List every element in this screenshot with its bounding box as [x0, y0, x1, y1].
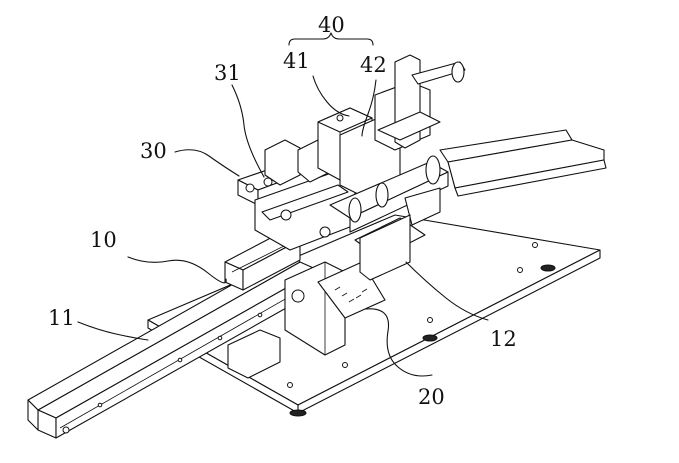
reference-labels: 40 41 42 31 30 10 11 12 20	[48, 13, 517, 409]
label-42: 42	[360, 53, 387, 77]
leader-11	[77, 321, 149, 341]
leader-20	[365, 308, 433, 377]
feed-rail	[27, 251, 319, 439]
label-11: 11	[48, 306, 75, 330]
discharge-chute	[439, 129, 607, 197]
leader-10	[127, 256, 227, 284]
leader-41	[312, 75, 350, 117]
leader-31	[231, 84, 265, 178]
leader-lines	[77, 32, 489, 377]
roller-conveyor	[329, 155, 449, 281]
leader-12	[405, 261, 489, 321]
leader-40-brace	[288, 32, 374, 46]
leader-30	[174, 149, 240, 177]
label-20: 20	[418, 385, 445, 409]
label-31: 31	[214, 61, 241, 85]
label-12: 12	[490, 327, 517, 351]
leader-42	[361, 79, 377, 137]
cylinder-assembly	[317, 54, 466, 197]
label-30: 30	[140, 139, 167, 163]
label-10: 10	[90, 228, 117, 252]
label-41: 41	[283, 49, 310, 73]
label-40: 40	[318, 13, 345, 37]
